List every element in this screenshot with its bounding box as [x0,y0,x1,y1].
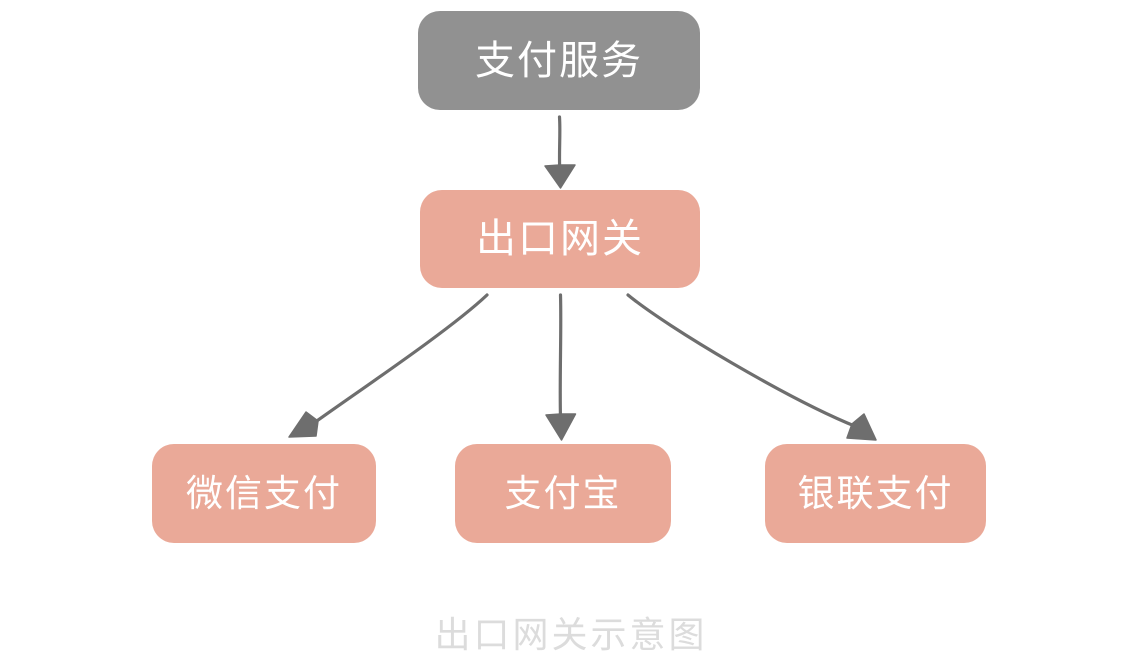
node-payment-service[interactable]: 支付服务 [418,11,700,110]
edge-gateway-to-wechat [288,293,489,438]
node-egress-gateway[interactable]: 出口网关 [420,190,700,288]
node-unionpay[interactable]: 银联支付 [765,444,986,543]
edge-service-to-gateway [544,115,576,189]
node-payment-service-label: 支付服务 [475,37,643,84]
node-unionpay-label: 银联支付 [797,472,954,515]
diagram-caption: 出口网关示意图 [434,615,708,656]
edge-gateway-to-alipay [545,293,577,441]
node-egress-gateway-label: 出口网关 [476,216,644,262]
edge-gateway-to-unionpay [626,293,877,441]
node-alipay-label: 支付宝 [504,472,622,515]
node-wechat-pay[interactable]: 微信支付 [152,444,376,543]
node-wechat-pay-label: 微信支付 [186,472,342,515]
node-alipay[interactable]: 支付宝 [455,444,671,543]
